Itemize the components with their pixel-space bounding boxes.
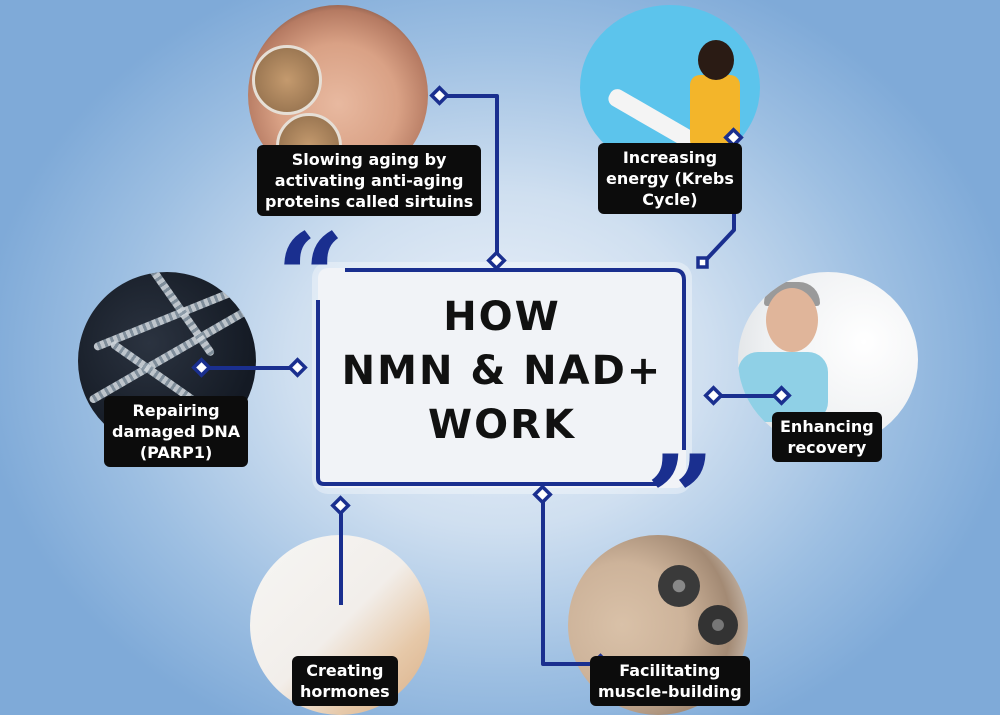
benefit-label-dna: Repairing damaged DNA (PARP1) — [104, 396, 249, 467]
title-line-2: NMN & NAD+ — [341, 348, 663, 394]
benefit-label-aging: Slowing aging by activating anti-aging p… — [257, 145, 482, 216]
close-quote-icon: ” — [646, 429, 716, 570]
benefit-label-muscle: Facilitating muscle-building — [590, 656, 750, 706]
benefit-label-recovery: Enhancing recovery — [772, 412, 882, 462]
open-quote-icon: “ — [276, 207, 346, 348]
magnifier-icon — [252, 45, 322, 115]
benefit-label-hormones: Creating hormones — [292, 656, 398, 706]
benefit-label-energy: Increasing energy (Krebs Cycle) — [598, 143, 742, 214]
page-title: HOW NMN & NAD+ WORK — [318, 290, 686, 452]
title-line-1: HOW — [443, 294, 561, 340]
title-line-3: WORK — [428, 402, 576, 448]
